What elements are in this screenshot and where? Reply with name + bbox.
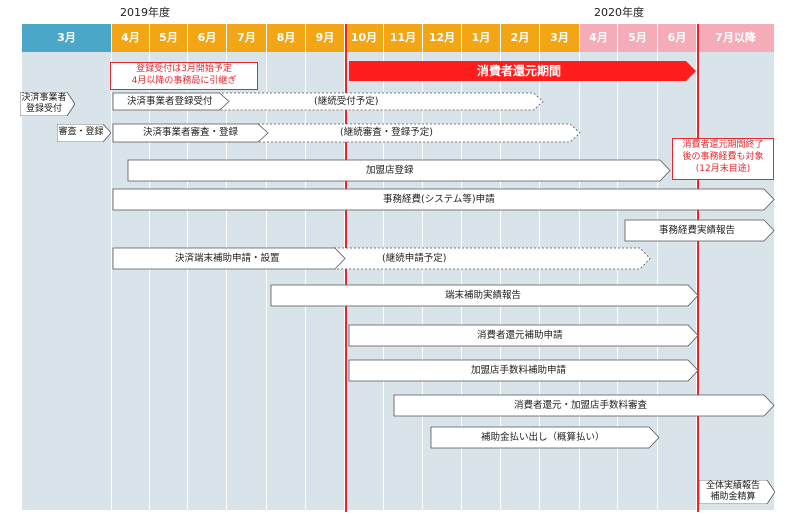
month-column (112, 52, 150, 510)
continued-label: (継続申請予定) (382, 253, 447, 264)
expense-period-note: 消費者還元期間終了 後の事務経費も対象 (12月末目途) (672, 138, 774, 180)
month-header-cell: 6月 (188, 24, 227, 52)
expense-application-bar: 事務経費(システム等)申請 (112, 188, 775, 211)
bar-label: 決済事業者審査・登録 (143, 127, 239, 138)
bar-label: 加盟店登録 (366, 165, 414, 176)
review-side-label: 審査・登録 (57, 124, 111, 142)
terminal-subsidy-continued-bar: (継続申請予定) (333, 247, 651, 270)
continued-label: (継続審査・登録予定) (340, 127, 433, 138)
merchant-fee-bar: 加盟店手数料補助申請 (348, 359, 699, 382)
month-column (345, 52, 384, 510)
month-header-cell: 12月 (423, 24, 462, 52)
note-line: 4月以降の事務局に引継ぎ (131, 76, 237, 86)
bar-label: 消費者還元補助申請 (477, 330, 563, 341)
terminal-report-bar: 端末補助実績報告 (270, 284, 699, 307)
review-bar: 消費者還元・加盟店手数料審査 (393, 394, 775, 417)
month-column (227, 52, 267, 510)
bar-shape (348, 359, 699, 382)
bar-shape (348, 324, 699, 347)
note-line: 登録受付は3月開始予定 (136, 64, 232, 74)
month-column (697, 52, 775, 510)
expense-report-bar: 事務経費実績報告 (624, 219, 775, 242)
continued-label: (継続受付予定) (314, 96, 379, 107)
month-header-cell: 6月 (658, 24, 697, 52)
month-column (188, 52, 227, 510)
bar-label-line: 全体実績報告 (705, 481, 760, 491)
registration-handover-note: 登録受付は3月開始予定 4月以降の事務局に引継ぎ (110, 62, 258, 90)
month-header-cell: 4月 (112, 24, 150, 52)
final-report-bar: 全体実績報告 補助金精算 (699, 480, 775, 504)
terminal-subsidy-bar: 決済端末補助申請・設置 (112, 247, 346, 270)
month-header-cell: 9月 (306, 24, 345, 52)
side-label-line: 決済事業者 (21, 93, 67, 103)
side-label-line: 審査・登録 (58, 127, 104, 137)
bar-label: 事務経費実績報告 (659, 225, 736, 236)
month-column (22, 52, 112, 510)
month-column (384, 52, 423, 510)
bar-shape (624, 219, 775, 242)
bar-shape (393, 394, 775, 417)
side-label-arrow (20, 92, 75, 116)
note-line: (12月末目途) (695, 164, 751, 174)
bar-label: 加盟店手数料補助申請 (471, 365, 567, 376)
payment-registration-side-label: 決済事業者 登録受付 (20, 92, 75, 116)
month-column (267, 52, 306, 510)
bar-shape (112, 188, 775, 211)
bar-shape (270, 284, 699, 307)
month-header-cell: 8月 (267, 24, 306, 52)
bar-label: 補助金払い出し（概算払い） (481, 432, 605, 443)
payment-review-continued-bar: (継続審査・登録予定) (257, 123, 581, 143)
bar-shape (127, 159, 671, 182)
bar-label: 事務経費(システム等)申請 (383, 194, 495, 205)
fiscal-year-2020-label: 2020年度 (594, 6, 644, 19)
merchant-registration-bar: 加盟店登録 (127, 159, 671, 182)
bar-label-line: 補助金精算 (710, 492, 756, 502)
consumer-period-arrow: 消費者還元期間 (349, 61, 696, 81)
month-header-cell: 10月 (345, 24, 384, 52)
month-header-cell: 7月以降 (697, 24, 775, 52)
payment-registration-bar: 決済事業者登録受付 (112, 92, 230, 111)
bar-shape (699, 480, 775, 504)
bar-shape (430, 426, 660, 449)
bar-label: 決済事業者登録受付 (127, 96, 213, 107)
bar-shape (112, 92, 230, 111)
month-header-cell: 3月 (540, 24, 580, 52)
side-label-line: 登録受付 (25, 104, 62, 114)
consumer-subsidy-bar: 消費者還元補助申請 (348, 324, 699, 347)
consumer-period-end-line (697, 24, 699, 512)
month-header-cell: 4月 (580, 24, 618, 52)
side-label-arrow (57, 124, 111, 142)
note-line: 消費者還元期間終了 (682, 140, 764, 150)
bar-label: 決済端末補助申請・設置 (175, 253, 280, 264)
month-column (150, 52, 188, 510)
month-header-cell: 7月 (227, 24, 267, 52)
payment-registration-continued-bar: (継続受付予定) (217, 92, 544, 111)
month-header-cell: 11月 (384, 24, 423, 52)
bar-label: 消費者還元・加盟店手数料審査 (514, 400, 648, 411)
note-line: 後の事務経費も対象 (682, 152, 764, 162)
month-header-cell: 1月 (462, 24, 501, 52)
month-header-cell: 5月 (618, 24, 658, 52)
month-column (658, 52, 697, 510)
month-column (306, 52, 345, 510)
fiscal-year-2019-label: 2019年度 (120, 6, 170, 19)
bar-shape (112, 123, 269, 143)
month-header-cell: 2月 (501, 24, 540, 52)
payment-review-bar: 決済事業者審査・登録 (112, 123, 269, 143)
bar-label: 端末補助実績報告 (445, 290, 522, 301)
payout-bar: 補助金払い出し（概算払い） (430, 426, 660, 449)
bar-shape (217, 92, 544, 111)
bar-shape (112, 247, 346, 270)
month-header-cell: 5月 (150, 24, 188, 52)
month-header-cell: 3月 (22, 24, 112, 52)
consumer-period-label: 消費者還元期間 (477, 64, 562, 78)
consumer-period-arrow-shape (349, 61, 696, 81)
